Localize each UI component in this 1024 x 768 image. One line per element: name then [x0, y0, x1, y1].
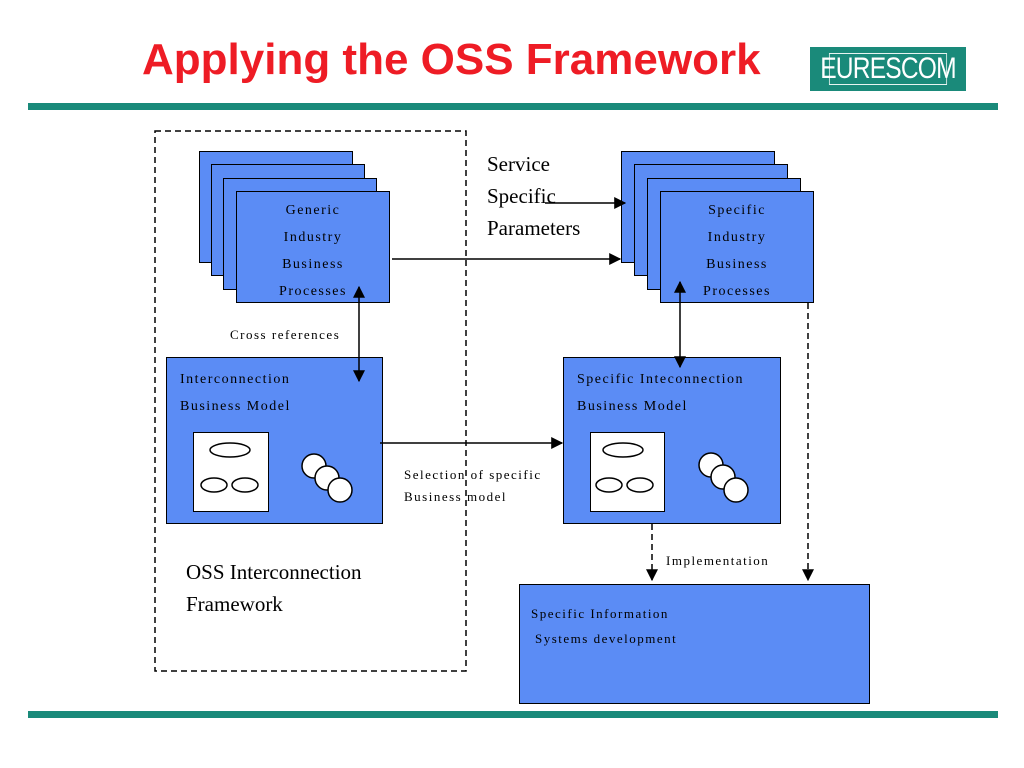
selection-line-2: Business model: [404, 489, 507, 504]
oss-framework-line-1: OSS Interconnection: [186, 560, 362, 584]
eurescom-logo: EURESCOM: [810, 47, 966, 91]
interconnection-line-2: Business Model: [180, 399, 291, 414]
ellipse-icon: [209, 442, 251, 458]
specific-interconnection-line-1: Specific Inteconnection: [577, 372, 745, 387]
oss-framework-line-2: Framework: [186, 592, 283, 616]
slide-title: Applying the OSS Framework: [142, 35, 761, 84]
specific-interconnection-model-text: Specific Inteconnection Business Model: [577, 366, 744, 420]
ellipse-icon: [626, 477, 654, 493]
generic-processes-text: Generic Industry Business Processes: [237, 197, 389, 305]
generic-line-2: Industry: [283, 230, 343, 245]
service-params-line-2: Specific: [487, 184, 556, 208]
generic-processes-box: Generic Industry Business Processes: [236, 191, 390, 303]
implementation-label: Implementation: [666, 553, 770, 568]
service-params-label: Service Specific Parameters: [487, 148, 580, 244]
ellipse-icon: [200, 477, 228, 493]
info-systems-box: Specific Information Systems development: [519, 584, 870, 704]
specific-process-model-thumbnail: [590, 432, 665, 512]
info-systems-line-1: Specific Information: [531, 606, 669, 621]
logo-text: EURESCOM: [820, 52, 957, 85]
specific-interconnection-line-2: Business Model: [577, 399, 688, 414]
generic-line-3: Business: [282, 257, 344, 272]
circle-icon: [327, 477, 353, 503]
interconnection-line-1: Interconnection: [180, 372, 291, 387]
specific-line-2: Industry: [707, 230, 767, 245]
selection-line-1: Selection of specific: [404, 467, 542, 482]
ellipse-icon: [595, 477, 623, 493]
cross-references-label: Cross references: [230, 327, 341, 342]
specific-line-3: Business: [706, 257, 768, 272]
bottom-rule: [28, 711, 998, 718]
specific-line-1: Specific: [708, 203, 766, 218]
ellipse-icon: [602, 442, 644, 458]
info-systems-text: Specific Information Systems development: [531, 601, 677, 651]
top-rule: [28, 103, 998, 110]
ellipse-icon: [231, 477, 259, 493]
specific-line-4: Processes: [703, 284, 771, 299]
oss-framework-label: OSS Interconnection Framework: [186, 556, 362, 620]
service-params-line-3: Parameters: [487, 216, 581, 240]
selection-label: Selection of specific Business model: [404, 464, 542, 508]
circle-icon: [723, 477, 749, 503]
service-params-line-1: Service: [487, 152, 550, 176]
interconnection-model-text: Interconnection Business Model: [180, 366, 291, 420]
info-systems-line-2: Systems development: [535, 631, 678, 646]
generic-line-4: Processes: [279, 284, 347, 299]
specific-processes-text: Specific Industry Business Processes: [661, 197, 813, 305]
generic-line-1: Generic: [285, 203, 341, 218]
